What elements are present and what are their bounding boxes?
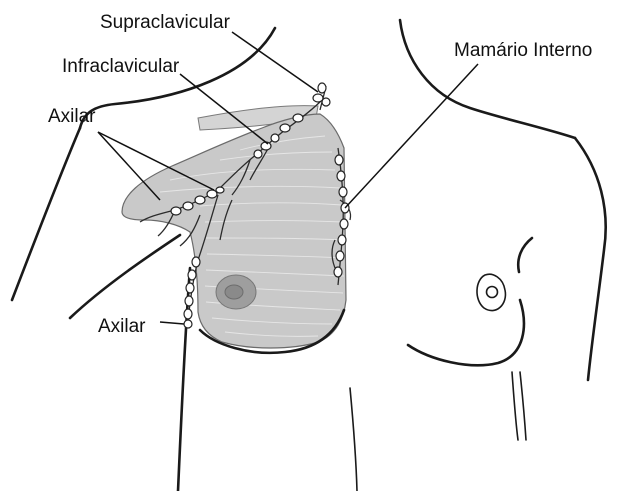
leader-axilar-lower: [160, 322, 184, 324]
lymph-node: [186, 283, 194, 293]
leader-mamario-interno: [345, 64, 478, 208]
label-mamario-interno: Mamário Interno: [454, 40, 592, 61]
lymph-node: [171, 207, 181, 215]
right-torso-side-b: [520, 372, 526, 440]
lymph-node: [318, 83, 326, 93]
lymph-node: [340, 219, 348, 229]
lymph-node: [293, 114, 303, 122]
right-breast-contour: [408, 300, 524, 365]
left-arm-inner: [70, 235, 180, 318]
right-shoulder: [575, 138, 606, 380]
lymph-node: [188, 270, 196, 280]
right-areola: [477, 274, 505, 310]
leader-axilar-upper-a: [98, 132, 160, 200]
lymph-node: [336, 251, 344, 261]
lymph-node: [338, 235, 346, 245]
left-arm-outer: [12, 128, 80, 300]
lymph-node: [280, 124, 290, 132]
contralateral-breast: [408, 274, 524, 365]
lymph-node: [192, 257, 200, 267]
lymph-node: [216, 187, 224, 193]
lymph-node: [335, 155, 343, 165]
lymph-node: [313, 94, 323, 102]
lymph-node: [207, 190, 217, 198]
lymph-node: [183, 202, 193, 210]
lymph-node: [184, 309, 192, 319]
lymph-node: [185, 296, 193, 306]
lymph-node: [334, 267, 342, 277]
label-infraclavicular: Infraclavicular: [62, 56, 180, 77]
label-supraclavicular: Supraclavicular: [100, 12, 231, 33]
axillary-tail: [122, 114, 346, 348]
lymph-node: [184, 320, 192, 328]
lymph-node: [271, 134, 279, 142]
sternum-line: [350, 388, 357, 491]
lymph-node: [337, 171, 345, 181]
right-nipple: [487, 287, 498, 298]
lymph-node: [322, 98, 330, 106]
right-torso-side-a: [512, 372, 518, 440]
lymph-node: [254, 150, 262, 158]
lymph-node: [339, 187, 347, 197]
label-axilar-upper: Axilar: [48, 106, 96, 127]
left-nipple: [225, 285, 243, 299]
label-axilar-lower: Axilar: [98, 316, 146, 337]
treated-breast: [122, 106, 346, 353]
lymph-node: [195, 196, 205, 204]
right-arm-inner: [518, 238, 532, 272]
